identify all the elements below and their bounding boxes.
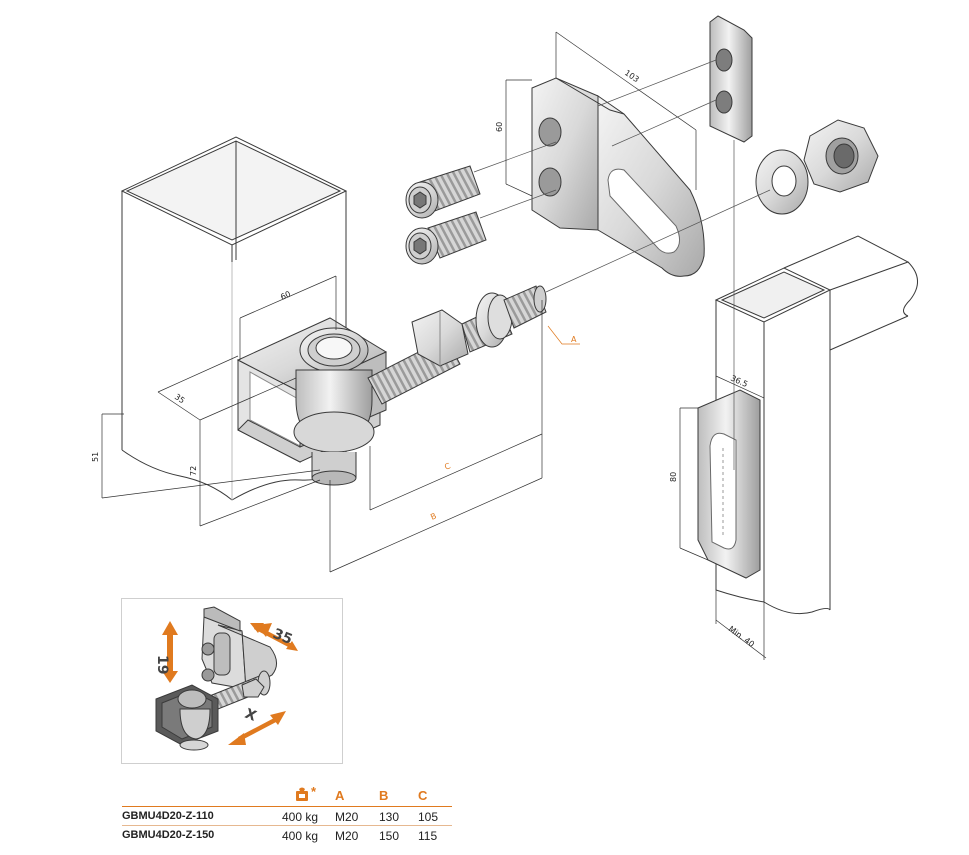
header-c: C	[418, 788, 428, 803]
inset-label-35: 35	[271, 626, 295, 648]
assembly-center-lines	[473, 59, 771, 470]
dim-plate-60: 60	[495, 122, 504, 132]
spec-table-header: * A B C	[122, 784, 452, 807]
adjustment-inset: 19 35 X	[121, 598, 343, 764]
row-model: GBMU4D20-Z-110	[122, 810, 214, 822]
hex-nut	[803, 119, 879, 193]
gate-frame	[714, 235, 918, 615]
washer	[755, 149, 809, 215]
gate-hinge-sleeve	[697, 389, 761, 579]
dim-label-b: B	[429, 511, 438, 521]
dim-label-c: C	[443, 461, 452, 472]
table-row: GBMU4D20-Z-150 400 kg M20 150 115	[122, 826, 452, 844]
mounting-plate	[531, 77, 705, 277]
row-c: 105	[418, 810, 439, 824]
dim-label-a: A	[571, 335, 577, 344]
row-b: 130	[379, 810, 400, 824]
load-weight-icon	[294, 786, 310, 805]
slot-nut-plate	[709, 15, 753, 143]
threaded-eye-bolt	[367, 285, 547, 405]
dim-gate-80: 80	[669, 472, 678, 482]
header-a: A	[335, 788, 345, 803]
inset-label-x: X	[243, 706, 259, 725]
allen-screw-bottom	[405, 211, 487, 265]
dim-gate-min-40: Min. 40	[727, 624, 756, 649]
dim-plate-103: 103	[623, 68, 641, 84]
hinge-bracket	[236, 317, 388, 486]
left-post	[120, 136, 348, 501]
adjustment-inset-drawing: 19 35 X	[154, 606, 298, 751]
weight-icon	[296, 787, 308, 801]
row-a: M20	[335, 810, 359, 824]
row-b: 150	[379, 829, 400, 843]
row-a: M20	[335, 829, 359, 843]
inset-label-19: 19	[154, 655, 170, 674]
row-model: GBMU4D20-Z-150	[122, 829, 215, 841]
dimension-lines	[101, 31, 767, 660]
dim-post-72: 72	[189, 466, 198, 476]
row-c: 115	[418, 829, 438, 843]
dim-post-51: 51	[91, 452, 100, 462]
row-load: 400 kg	[282, 829, 319, 843]
header-b: B	[379, 788, 389, 803]
spec-table: * A B C GBMU4D20-Z-110 400 kg M20 130 10…	[122, 784, 452, 844]
load-asterisk: *	[311, 784, 317, 799]
table-row: GBMU4D20-Z-110 400 kg M20 130 105	[122, 807, 452, 826]
dim-hinge-60: 60	[279, 289, 292, 301]
allen-screw-top	[405, 165, 481, 219]
row-load: 400 kg	[282, 810, 319, 824]
